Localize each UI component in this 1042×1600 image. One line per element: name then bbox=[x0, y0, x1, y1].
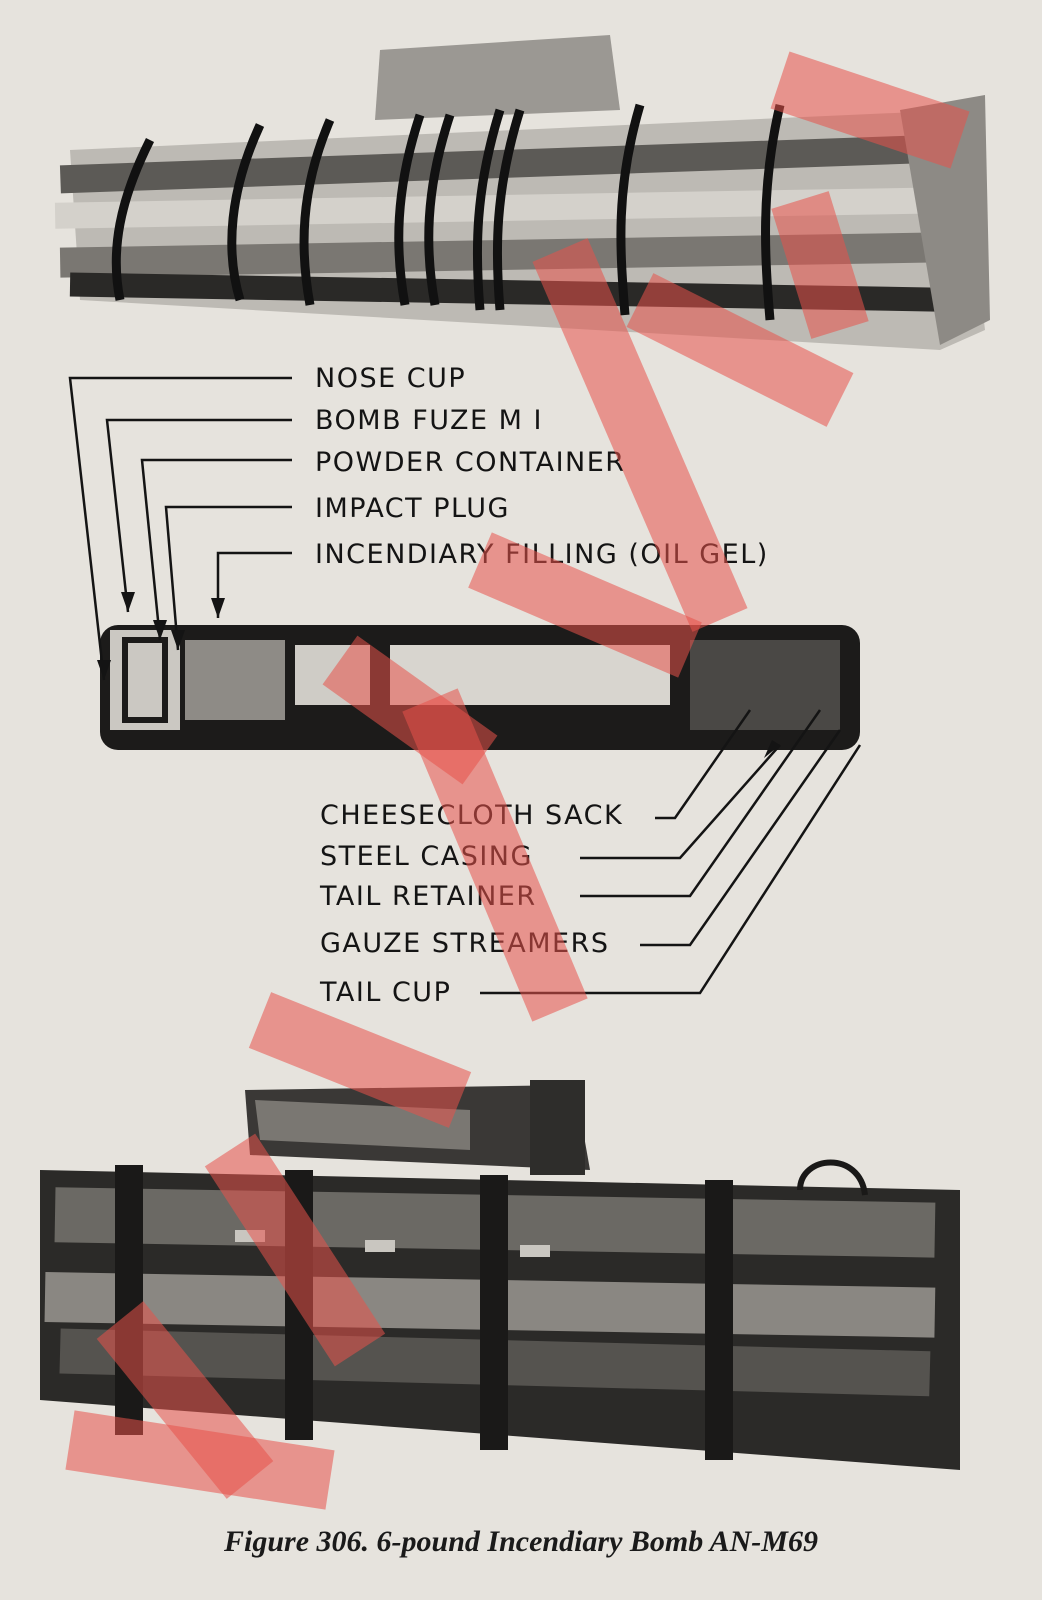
label-tail-retainer: TAIL RETAINER bbox=[320, 881, 537, 912]
top-leader-lines bbox=[68, 376, 292, 681]
bottom-arrowheads bbox=[764, 740, 780, 758]
label-bomb-fuze: BOMB FUZE M I bbox=[315, 405, 543, 436]
label-steel-casing: STEEL CASING bbox=[320, 841, 533, 872]
label-cheesecloth-sack: CHEESECLOTH SACK bbox=[320, 800, 624, 831]
figure-caption: Figure 306. 6-pound Incendiary Bomb AN-M… bbox=[224, 1525, 818, 1558]
bottom-leader-lines bbox=[480, 709, 862, 995]
label-nose-cup: NOSE CUP bbox=[315, 363, 467, 394]
label-incendiary-filling: INCENDIARY FILLING (OIL GEL) bbox=[315, 539, 769, 570]
label-powder-container: POWDER CONTAINER bbox=[315, 447, 626, 478]
label-impact-plug: IMPACT PLUG bbox=[315, 493, 510, 524]
label-gauze-streamers: GAUZE STREAMERS bbox=[320, 928, 610, 959]
label-tail-cup: TAIL CUP bbox=[320, 977, 452, 1008]
top-arrowheads bbox=[97, 592, 225, 680]
bottom-cluster-photo bbox=[40, 1080, 960, 1470]
bomb-cross-section bbox=[100, 625, 860, 750]
top-cluster-photo bbox=[54, 35, 990, 350]
